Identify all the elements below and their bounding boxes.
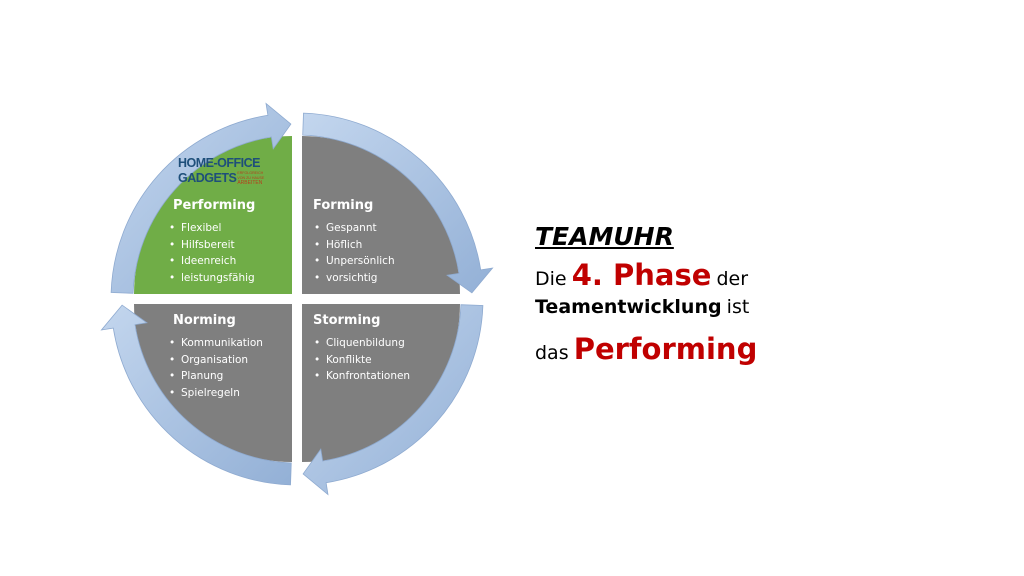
logo-line2: GADGETS — [178, 171, 237, 185]
storming-list: Cliquenbildung Konflikte Konfrontationen — [314, 335, 410, 385]
list-item: Gespannt — [314, 220, 395, 237]
cycle-arrow-icon — [302, 112, 494, 294]
logo-line1: HOME-OFFICE — [178, 156, 261, 170]
performing-title: Performing — [173, 198, 256, 213]
headline-text: das — [535, 342, 569, 364]
headline-block: TEAMUHR Die 4. Phase der Teamentwicklung… — [535, 222, 757, 366]
list-item: leistungsfähig — [169, 270, 255, 287]
logo-row: GADGETS ERFOLGREICH VON ZU HAUSE ARBEITE… — [178, 171, 290, 186]
list-item: Cliquenbildung — [314, 335, 410, 352]
headline-performing: Performing — [573, 332, 758, 366]
headline-text: Die — [535, 268, 567, 290]
norming-list: Kommunikation Organisation Planung Spiel… — [169, 335, 263, 401]
list-item: Konflikte — [314, 352, 410, 369]
list-item: Hilfsbereit — [169, 237, 255, 254]
headline-phase: 4. Phase — [571, 258, 712, 292]
list-item: Höflich — [314, 237, 395, 254]
performing-list: Flexibel Hilfsbereit Ideenreich leistung… — [169, 220, 255, 286]
list-item: Flexibel — [169, 220, 255, 237]
cycle-arrow-icon — [110, 102, 292, 294]
forming-title: Forming — [313, 198, 374, 213]
list-item: Spielregeln — [169, 385, 263, 402]
forming-list: Gespannt Höflich Unpersönlich vorsichtig — [314, 220, 395, 286]
headline-title: TEAMUHR — [535, 222, 674, 251]
cycle-arrow-icon — [100, 304, 292, 486]
storming-title: Storming — [313, 313, 381, 328]
home-office-gadgets-logo: HOME-OFFICE GADGETS ERFOLGREICH VON ZU H… — [178, 156, 290, 186]
list-item: Ideenreich — [169, 253, 255, 270]
list-item: Kommunikation — [169, 335, 263, 352]
norming-title: Norming — [173, 313, 236, 328]
headline-text: ist — [726, 296, 750, 318]
headline-teamentwicklung: Teamentwicklung — [535, 296, 722, 318]
logo-tagline: ERFOLGREICH VON ZU HAUSE ARBEITEN — [237, 171, 264, 186]
logo-tagline-line: ARBEITEN — [237, 180, 263, 187]
list-item: Organisation — [169, 352, 263, 369]
logo-tagline-line: ERFOLGREICH — [237, 171, 264, 175]
list-item: Planung — [169, 368, 263, 385]
logo-tagline-line: VON ZU HAUSE — [237, 175, 265, 180]
list-item: Unpersönlich — [314, 253, 395, 270]
list-item: Konfrontationen — [314, 368, 410, 385]
headline-text: der — [716, 268, 749, 290]
cycle-arrow-icon — [302, 304, 484, 496]
list-item: vorsichtig — [314, 270, 395, 287]
